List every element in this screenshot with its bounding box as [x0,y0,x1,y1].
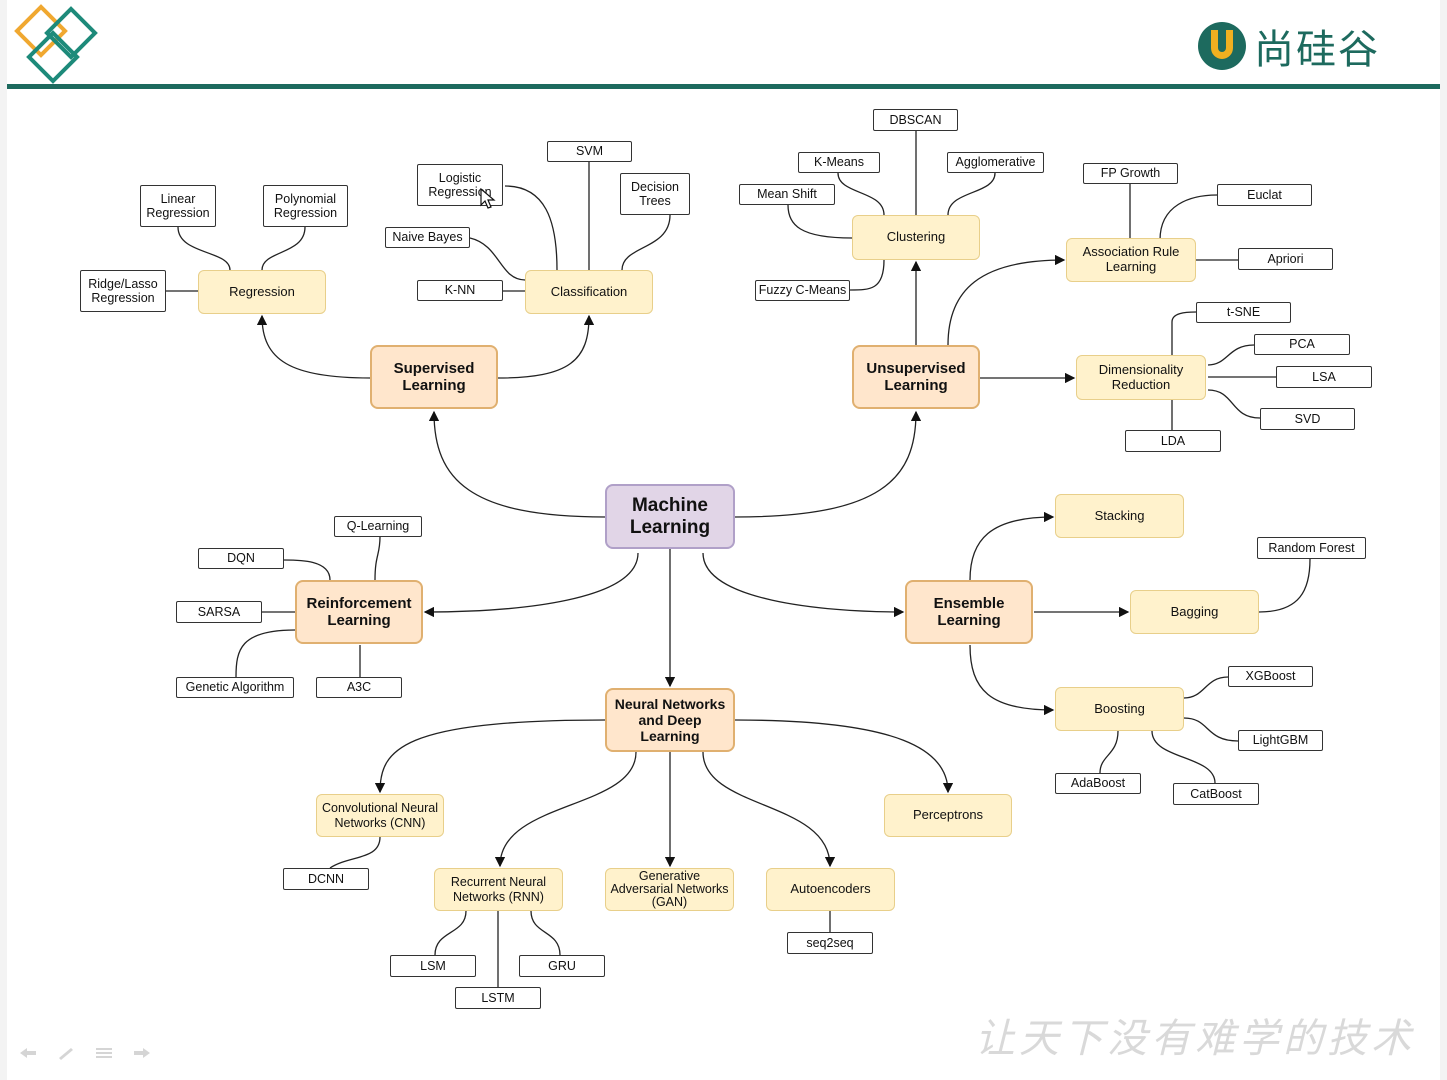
node-pca[interactable]: PCA [1254,334,1350,355]
node-polynomial-regression[interactable]: Polynomial Regression [263,185,348,227]
node-machine-learning[interactable]: Machine Learning [605,484,735,549]
diamond-logo-icon [14,4,98,84]
node-svd[interactable]: SVD [1260,408,1355,430]
node-stacking[interactable]: Stacking [1055,494,1184,538]
node-association-rule[interactable]: Association Rule Learning [1066,238,1196,282]
mouse-pointer-icon [480,188,496,209]
node-rnn[interactable]: Recurrent Neural Networks (RNN) [434,868,563,911]
node-regression[interactable]: Regression [198,270,326,314]
node-svm[interactable]: SVM [547,141,632,162]
node-knn[interactable]: K-NN [417,280,503,301]
pen-icon[interactable] [56,1046,76,1060]
node-gan[interactable]: Generative Adversarial Networks (GAN) [605,868,734,911]
node-naive-bayes[interactable]: Naive Bayes [385,227,470,248]
node-dbscan[interactable]: DBSCAN [873,109,958,131]
node-random-forest[interactable]: Random Forest [1257,537,1366,559]
node-boosting[interactable]: Boosting [1055,687,1184,731]
node-bagging[interactable]: Bagging [1130,590,1259,634]
node-classification[interactable]: Classification [525,270,653,314]
node-seq2seq[interactable]: seq2seq [787,932,873,954]
presentation-toolbar[interactable] [18,1046,152,1060]
node-ensemble-learning[interactable]: Ensemble Learning [905,580,1033,644]
node-lsm[interactable]: LSM [390,955,476,977]
node-kmeans[interactable]: K-Means [798,152,880,173]
header-divider [7,84,1440,89]
node-ridge-lasso[interactable]: Ridge/Lasso Regression [80,270,166,312]
node-euclat[interactable]: Euclat [1217,184,1312,206]
prev-arrow-icon[interactable] [18,1046,38,1060]
node-xgboost[interactable]: XGBoost [1228,666,1313,687]
node-adaboost[interactable]: AdaBoost [1055,773,1141,794]
node-clustering[interactable]: Clustering [852,215,980,260]
next-arrow-icon[interactable] [132,1046,152,1060]
node-dcnn[interactable]: DCNN [283,868,369,890]
node-cnn[interactable]: Convolutional Neural Networks (CNN) [316,794,444,837]
node-fp-growth[interactable]: FP Growth [1083,163,1178,184]
menu-icon[interactable] [94,1046,114,1060]
node-tsne[interactable]: t-SNE [1196,302,1291,323]
node-fuzzy-c-means[interactable]: Fuzzy C-Means [755,280,850,301]
slogan-watermark: 让天下没有难学的技术 [975,1016,1415,1062]
node-reinforcement-learning[interactable]: Reinforcement Learning [295,580,423,644]
node-decision-trees[interactable]: Decision Trees [620,173,690,215]
node-lightgbm[interactable]: LightGBM [1238,730,1323,751]
brand-logo: 尚硅谷 [1196,18,1380,74]
node-unsupervised-learning[interactable]: Unsupervised Learning [852,345,980,409]
node-autoencoders[interactable]: Autoencoders [766,868,895,911]
node-neural-networks[interactable]: Neural Networks and Deep Learning [605,688,735,752]
node-lsa[interactable]: LSA [1276,366,1372,388]
brand-name: 尚硅谷 [1254,27,1380,73]
node-a3c[interactable]: A3C [316,677,402,698]
node-q-learning[interactable]: Q-Learning [334,516,422,537]
node-perceptrons[interactable]: Perceptrons [884,794,1012,837]
node-apriori[interactable]: Apriori [1238,248,1333,270]
node-supervised-learning[interactable]: Supervised Learning [370,345,498,409]
node-agglomerative[interactable]: Agglomerative [947,152,1044,173]
node-dqn[interactable]: DQN [198,548,284,569]
node-mean-shift[interactable]: Mean Shift [739,184,835,205]
node-lstm[interactable]: LSTM [455,987,541,1009]
node-genetic-algorithm[interactable]: Genetic Algorithm [176,677,294,698]
node-catboost[interactable]: CatBoost [1173,783,1259,805]
node-sarsa[interactable]: SARSA [176,601,262,623]
node-lda[interactable]: LDA [1125,430,1221,452]
u-shield-logo-icon [1198,22,1246,70]
node-linear-regression[interactable]: Linear Regression [140,185,216,227]
node-gru[interactable]: GRU [519,955,605,977]
node-dimensionality-reduction[interactable]: Dimensionality Reduction [1076,355,1206,400]
